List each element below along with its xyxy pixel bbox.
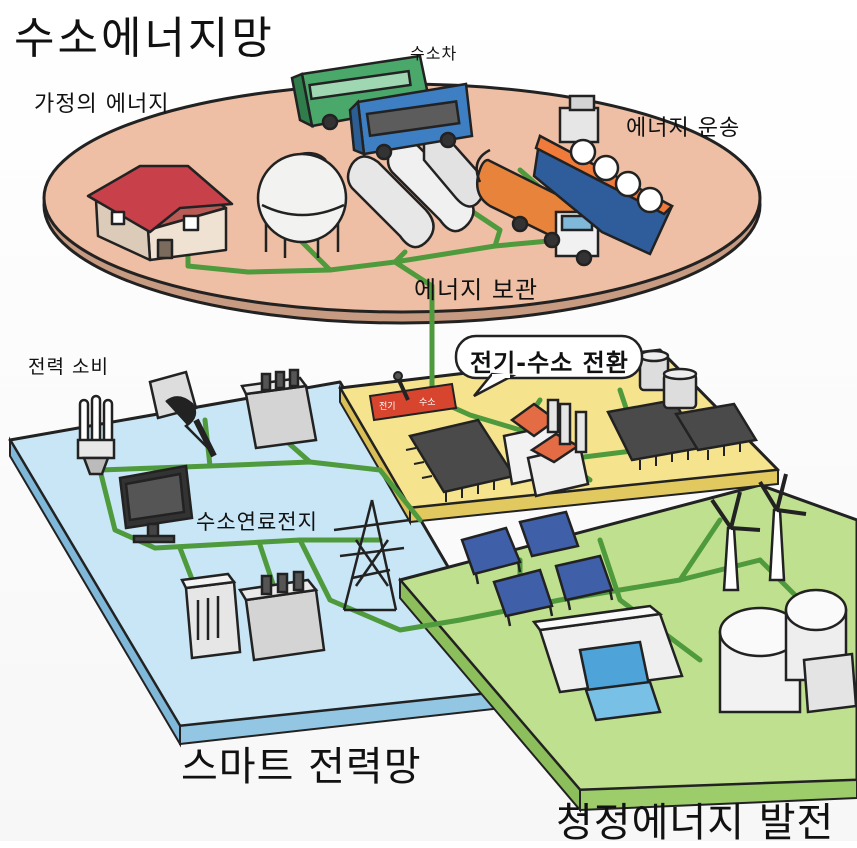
chip-small — [673, 402, 759, 460]
power-socket-plug — [148, 370, 217, 458]
switch-label-electricity: 전기 — [379, 402, 396, 412]
label-fuel-cell: 수소연료전지 — [196, 510, 318, 534]
fuel-cell-box — [180, 572, 242, 660]
switch-label-hydrogen: 수소 — [419, 398, 436, 408]
lng-ship — [532, 94, 675, 256]
transformer-box-large — [237, 570, 326, 662]
label-hydrogen-car: 수소차 — [410, 44, 458, 63]
page-title: 수소에너지망 — [14, 13, 275, 64]
label-smart-grid: 스마트 전력망 — [181, 744, 422, 790]
hydrogen-plant — [502, 398, 590, 498]
label-energy-transport: 에너지 운송 — [626, 116, 741, 141]
storage-sphere — [256, 151, 348, 258]
wind-turbines — [710, 473, 807, 592]
label-energy-storage: 에너지 보관 — [414, 276, 539, 304]
house — [86, 164, 234, 262]
board-tanks — [638, 349, 698, 410]
monitor — [118, 464, 194, 544]
dome-tanks — [718, 588, 857, 714]
hydrogen-bus-blue — [348, 82, 474, 161]
label-conversion: 전기-수소 전환 — [470, 349, 629, 377]
hydro-plant — [531, 604, 684, 722]
label-clean-generation: 청정에너지 발전 — [556, 800, 835, 846]
light-bulb — [76, 394, 116, 476]
switch-panel — [368, 371, 458, 422]
storage-cylinders — [346, 130, 486, 249]
transformer-box-small — [240, 368, 318, 450]
solar-panels — [460, 510, 614, 627]
transmission-tower — [333, 499, 411, 612]
label-home-energy: 가정의 에너지 — [34, 92, 170, 117]
label-power-consumption: 전력 소비 — [28, 356, 109, 378]
conversion-speech-bubble — [454, 334, 644, 398]
